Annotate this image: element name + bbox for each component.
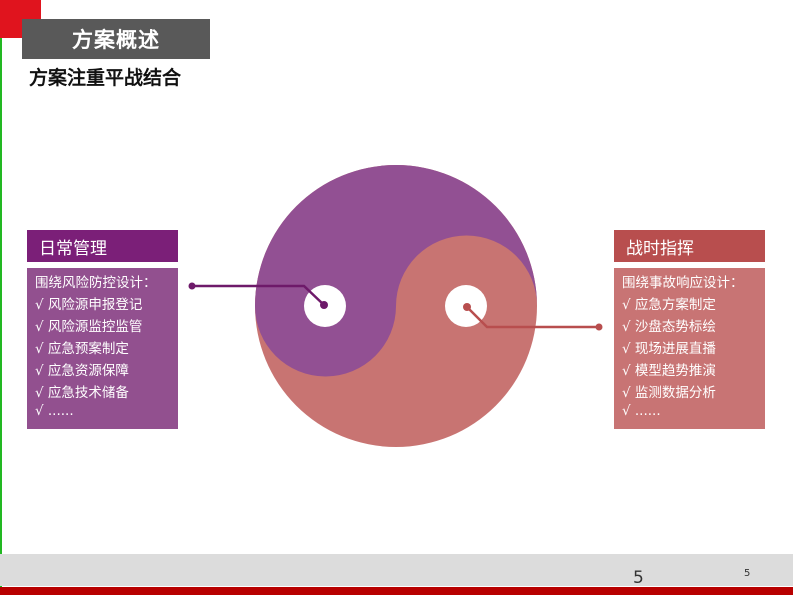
list-item: √ 应急技术储备	[35, 385, 129, 401]
list-item: √ 现场进展直播	[622, 341, 716, 357]
footer-red-bar	[0, 587, 793, 595]
left-panel-intro: 围绕风险防控设计：	[35, 275, 157, 291]
list-item: √ 监测数据分析	[622, 385, 716, 401]
list-item: √ 沙盘态势标绘	[622, 319, 716, 335]
right-connector-line	[466, 306, 599, 329]
list-item: √ 风险源申报登记	[35, 297, 143, 313]
page-title: 方案概述	[22, 19, 210, 59]
footer-band	[0, 554, 793, 586]
left-edge-line	[0, 38, 2, 588]
right-panel-title: 战时指挥	[614, 230, 765, 262]
list-item: √ 应急资源保障	[35, 363, 129, 379]
page-number: 5	[633, 568, 644, 588]
page-number-small: 5	[744, 568, 751, 579]
left-panel-title: 日常管理	[27, 230, 178, 262]
list-item: √ 应急预案制定	[35, 341, 129, 357]
list-item: √ 风险源监控监管	[35, 319, 143, 335]
left-panel-body: 围绕风险防控设计： √ 风险源申报登记 √ 风险源监控监管 √ 应急预案制定 √…	[27, 268, 178, 429]
left-connector-line	[192, 284, 325, 306]
list-item: √ 模型趋势推演	[622, 363, 716, 379]
list-item: √ 应急方案制定	[622, 297, 716, 313]
list-item: √ ......	[35, 403, 74, 419]
list-item: √ ......	[622, 403, 661, 419]
right-panel-body: 围绕事故响应设计： √ 应急方案制定 √ 沙盘态势标绘 √ 现场进展直播 √ 模…	[614, 268, 765, 429]
right-panel-intro: 围绕事故响应设计：	[622, 275, 744, 291]
page-subtitle: 方案注重平战结合	[29, 67, 182, 89]
